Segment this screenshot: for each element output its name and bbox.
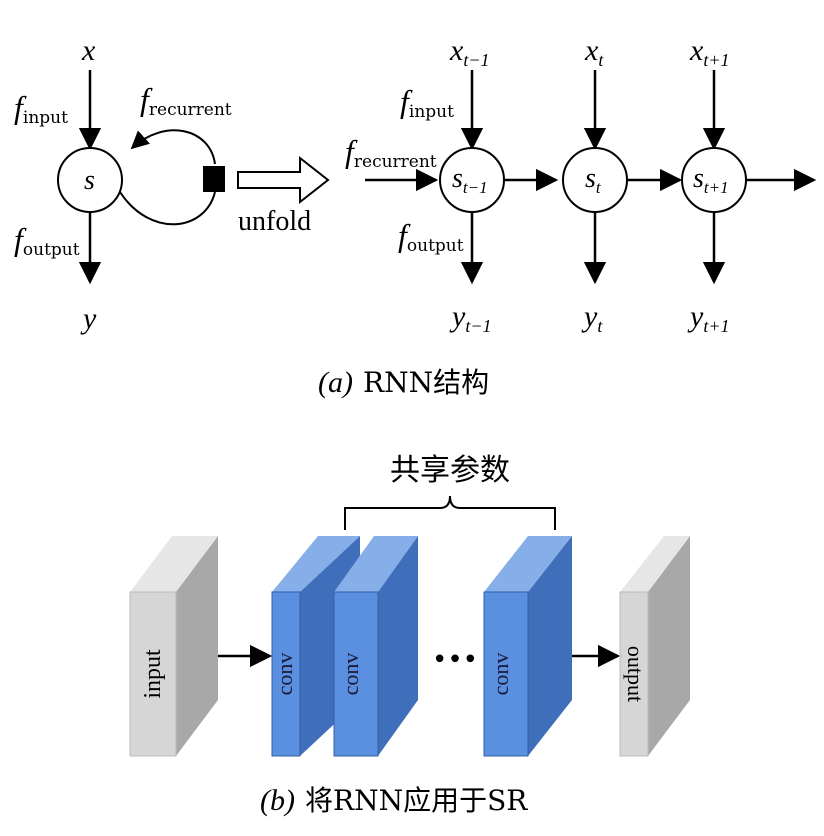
conv-block-2-top	[334, 536, 418, 592]
conv-block-3-side	[528, 536, 572, 756]
f-input-label: finput	[14, 89, 68, 128]
output-y-label: y	[80, 302, 97, 335]
output-block-front	[619, 591, 649, 757]
x-t-label: xt	[584, 34, 604, 70]
input-block-label: input	[140, 649, 166, 699]
f-output-label: foutput	[14, 221, 80, 260]
y-tp1-label: yt+1	[687, 300, 729, 336]
caption-a: (a)RNN结构	[318, 366, 489, 399]
output-block-top	[620, 536, 690, 592]
x-tm1-label: xt−1	[449, 34, 489, 70]
x-tp1-label: xt+1	[689, 34, 729, 70]
input-block-side	[176, 536, 218, 756]
conv-block-3-label: conv	[488, 653, 513, 696]
conv-block-2-side	[378, 536, 418, 756]
input-block-front	[129, 591, 177, 757]
conv-block-2-front	[333, 591, 379, 757]
shared-params-brace	[344, 495, 556, 530]
panel-a: x finput s foutput y frecurrent unfold f…	[14, 34, 817, 399]
ellipsis: •••	[432, 645, 478, 675]
s-t-label: st	[585, 163, 602, 197]
input-x-label: x	[81, 34, 96, 67]
s-tm1-label: st−1	[452, 163, 488, 197]
unfold-arrow	[237, 155, 330, 205]
panel-b: 共享参数 input conv conv •••	[129, 453, 690, 817]
conv-block-1-top	[272, 536, 360, 592]
y-t-label: yt	[581, 300, 603, 336]
state-s-label: s	[84, 165, 95, 196]
shared-params-label: 共享参数	[390, 453, 510, 488]
conv-block-3: conv	[483, 536, 572, 757]
conv-block-1-label: conv	[272, 653, 297, 696]
input-block-top	[130, 536, 218, 592]
recurrent-loop-lower	[119, 191, 216, 226]
conv-block-2: conv	[333, 536, 418, 757]
conv-block-2-label: conv	[338, 653, 363, 696]
conv-block-3-top	[484, 536, 572, 592]
f-output-unfolded-label: foutput	[398, 217, 464, 256]
caption-b: (b)将RNN应用于SR	[260, 784, 528, 817]
input-block: input	[129, 536, 218, 757]
unfold-label: unfold	[238, 206, 311, 237]
y-tm1-label: yt−1	[449, 300, 491, 336]
s-tp1-label: st+1	[693, 163, 729, 197]
delay-block	[203, 166, 225, 192]
output-block-label: output	[623, 646, 648, 702]
recurrent-loop-upper	[130, 129, 216, 165]
conv-block-3-front	[483, 591, 529, 757]
f-recurrent-unfolded-label: frecurrent	[345, 133, 437, 172]
f-input-unfolded-label: finput	[400, 83, 454, 122]
output-block: output	[619, 536, 690, 757]
f-recurrent-label: frecurrent	[140, 81, 232, 120]
output-block-side	[648, 536, 690, 756]
conv-block-1-front	[271, 591, 301, 757]
